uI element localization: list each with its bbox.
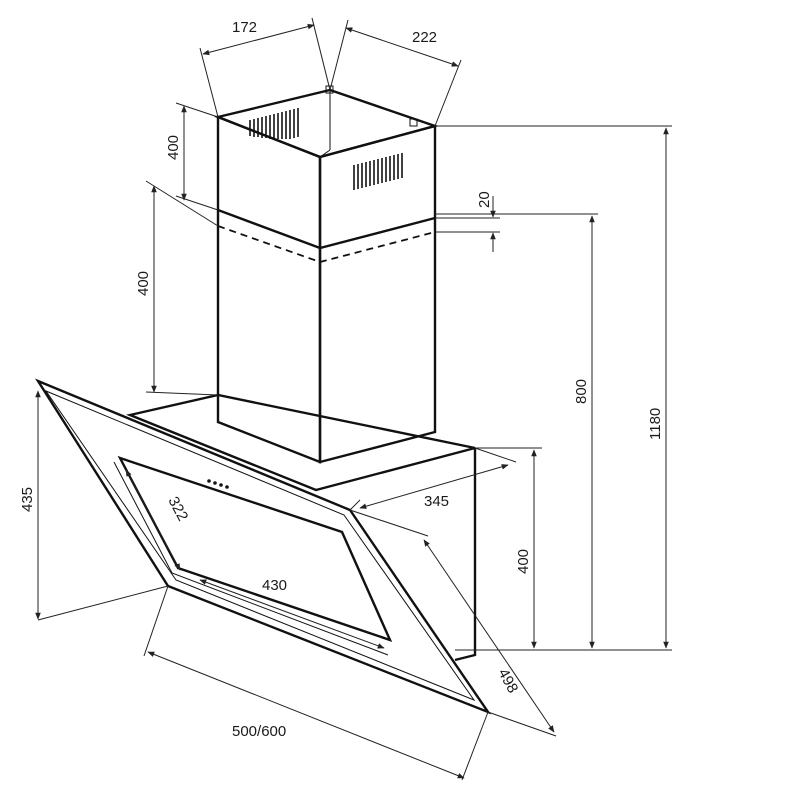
hood-body-top: [125, 393, 476, 492]
dim-label-body-height: 400: [515, 549, 532, 574]
dim-label-min-height: 800: [573, 379, 590, 404]
panel-filter: [117, 455, 393, 643]
vent-grille-back: [249, 108, 299, 139]
dim-label-chimney-width: 172: [232, 19, 257, 36]
dim-body-depth: 345: [349, 447, 517, 511]
dim-lower-chimney: 400: [135, 180, 219, 396]
control-dots: [207, 479, 229, 489]
glass-panel: [34, 378, 492, 715]
dim-upper-chimney: 400: [165, 102, 219, 211]
chimney-bracket-right: [409, 118, 418, 127]
chimney-left-face: [216, 115, 322, 464]
dim-chimney-width: 172: [199, 17, 331, 118]
dim-label-max-height: 1180: [647, 408, 664, 440]
dim-label-panel-height: 435: [19, 487, 36, 512]
vent-grille-front: [353, 153, 403, 190]
dim-label-filter-width: 430: [262, 577, 287, 594]
chimney-joint-line: [217, 208, 436, 250]
dim-panel-depth: 498: [349, 509, 557, 737]
dim-label-lower-chimney: 400: [135, 271, 152, 296]
chimney-joint-dashed: [217, 225, 436, 263]
chimney: [214, 85, 440, 464]
dim-label-body-depth: 345: [424, 493, 449, 510]
dim-chimney-depth: 222: [329, 19, 462, 127]
dim-overlap: 20: [435, 191, 500, 252]
dim-label-overlap: 20: [476, 191, 493, 208]
dim-body-height: 400: [475, 447, 542, 649]
dim-label-chimney-depth: 222: [412, 29, 437, 46]
dim-label-panel-depth: 498: [494, 666, 521, 696]
dim-min-height: 800: [435, 213, 598, 649]
dim-hood-width: 500/600: [143, 585, 489, 781]
dim-filter-width: 430: [199, 577, 385, 649]
chimney-right-face: [318, 124, 437, 464]
dim-label-filter-height: 322: [164, 494, 191, 524]
dim-label-hood-width: 500/600: [232, 723, 286, 740]
dim-label-upper-chimney: 400: [165, 135, 182, 160]
dim-panel-height: 435: [19, 390, 169, 621]
panel-outer: [34, 378, 492, 715]
dim-max-height: 1180: [435, 125, 672, 651]
